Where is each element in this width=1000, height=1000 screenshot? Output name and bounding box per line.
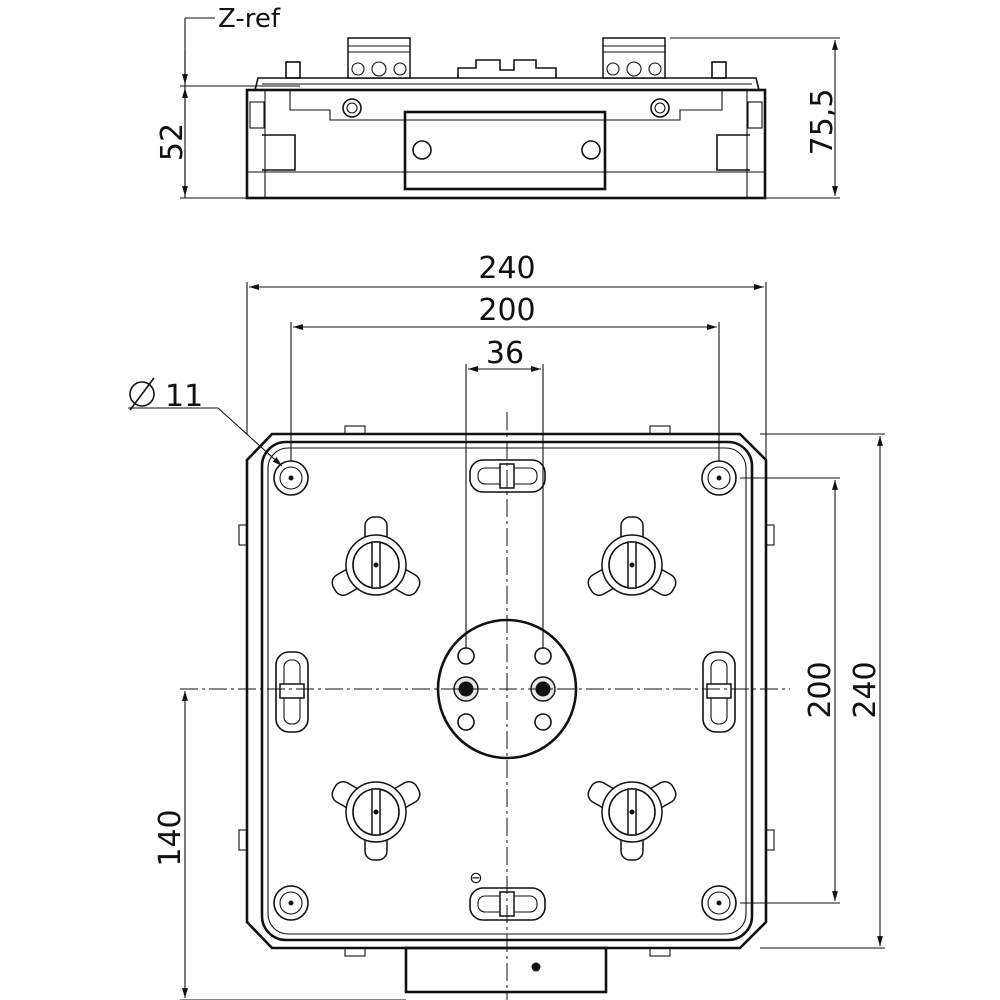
screw-right bbox=[581, 140, 601, 160]
left-clamp bbox=[262, 134, 296, 171]
right-clamp bbox=[716, 134, 750, 171]
dim-width-200: 200 bbox=[478, 293, 535, 328]
side-view-body bbox=[245, 88, 767, 200]
knob-top-left bbox=[331, 516, 421, 596]
pin-connector-left bbox=[347, 37, 411, 79]
side-view-top-ledge bbox=[254, 77, 760, 91]
bottom-connector bbox=[404, 946, 608, 994]
center-disc bbox=[436, 618, 578, 760]
side-view: Z-ref 52 75,5 bbox=[155, 4, 840, 200]
top-view: ⊖ 240 200 36 11 200 240 bbox=[128, 251, 885, 1000]
dim-offset-140: 140 bbox=[153, 809, 188, 866]
dim-height-75-5: 75,5 bbox=[805, 89, 840, 156]
dim-height-200: 200 bbox=[803, 661, 838, 718]
bolt-right bbox=[650, 98, 670, 118]
knob-bottom-left bbox=[331, 781, 421, 861]
mounting-hole-tl bbox=[273, 460, 309, 496]
diameter-symbol bbox=[129, 377, 155, 411]
knob-top-right bbox=[587, 516, 677, 596]
dim-width-240: 240 bbox=[478, 251, 535, 286]
mounting-hole-tr bbox=[701, 460, 737, 496]
center-block bbox=[457, 59, 557, 78]
pin-connector-right bbox=[602, 37, 666, 79]
latch-right bbox=[702, 651, 736, 733]
z-ref-label: Z-ref bbox=[218, 4, 281, 34]
minus-symbol: ⊖ bbox=[469, 868, 482, 887]
side-view-window bbox=[403, 110, 607, 191]
dim-height-52: 52 bbox=[155, 123, 190, 161]
bolt-left bbox=[342, 98, 362, 118]
mounting-hole-bl bbox=[273, 885, 309, 921]
top-view-plate bbox=[245, 432, 768, 950]
dim-hole-diameter: 11 bbox=[165, 379, 203, 414]
screw-left bbox=[412, 140, 432, 160]
mounting-hole-br bbox=[701, 885, 737, 921]
dim-height-240: 240 bbox=[848, 661, 883, 718]
knob-bottom-right bbox=[587, 781, 677, 861]
latch-left bbox=[275, 651, 309, 733]
dim-width-36: 36 bbox=[486, 336, 524, 371]
